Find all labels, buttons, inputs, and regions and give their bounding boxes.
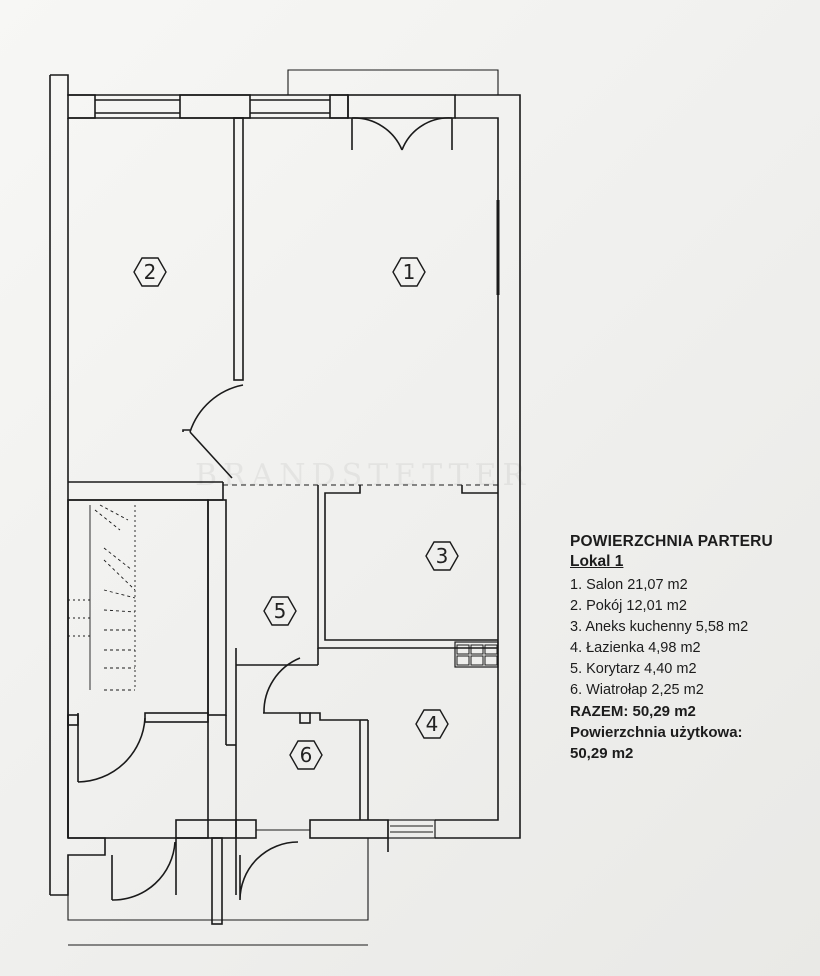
terrace-door [347, 94, 456, 151]
room-1-hex [392, 257, 426, 287]
legend-title: POWIERZCHNIA PARTERU [570, 533, 773, 550]
partition-room2-room1 [182, 117, 244, 479]
room-3-hex [425, 541, 459, 571]
legend-usable-value: 50,29 m2 [570, 745, 634, 762]
kitchen-walls [317, 485, 499, 668]
legend-item: 2. Pokój 12,01 m2 [570, 598, 687, 614]
entrances [50, 819, 369, 946]
legend-unit-label: Lokal 1 [570, 553, 624, 570]
legend-usable-label: Powierzchnia użytkowa: [570, 724, 743, 741]
room-4-label: 4 [425, 712, 439, 736]
room-6-hex [289, 740, 323, 770]
room-5-hex [263, 596, 297, 626]
legend-item: 1. Salon 21,07 m2 [570, 577, 688, 593]
lower-walls [225, 648, 436, 852]
room-3-label: 3 [435, 544, 449, 568]
legend-total: RAZEM: 50,29 m2 [570, 703, 696, 720]
room-4-hex [415, 709, 449, 739]
legend-item: 3. Aneks kuchenny 5,58 m2 [570, 619, 749, 635]
legend-list: 1. Salon 21,07 m2 2. Pokój 12,01 m2 3. A… [570, 575, 820, 701]
room-hexagons [133, 257, 459, 770]
area-legend: POWIERZCHNIA PARTERU Lokal 1 1. Salon 21… [570, 533, 820, 764]
middle-wall [68, 481, 498, 501]
staircase [67, 499, 227, 839]
room-2-label: 2 [143, 260, 157, 284]
room-2-hex [133, 257, 167, 287]
legend-item: 6. Wiatrołap 2,25 m2 [570, 682, 704, 698]
room-5-label: 5 [273, 599, 287, 623]
legend-item: 4. Łazienka 4,98 m2 [570, 640, 701, 656]
room-6-label: 6 [299, 743, 313, 767]
legend-item: 5. Korytarz 4,40 m2 [570, 661, 697, 677]
room-1-label: 1 [402, 260, 416, 284]
